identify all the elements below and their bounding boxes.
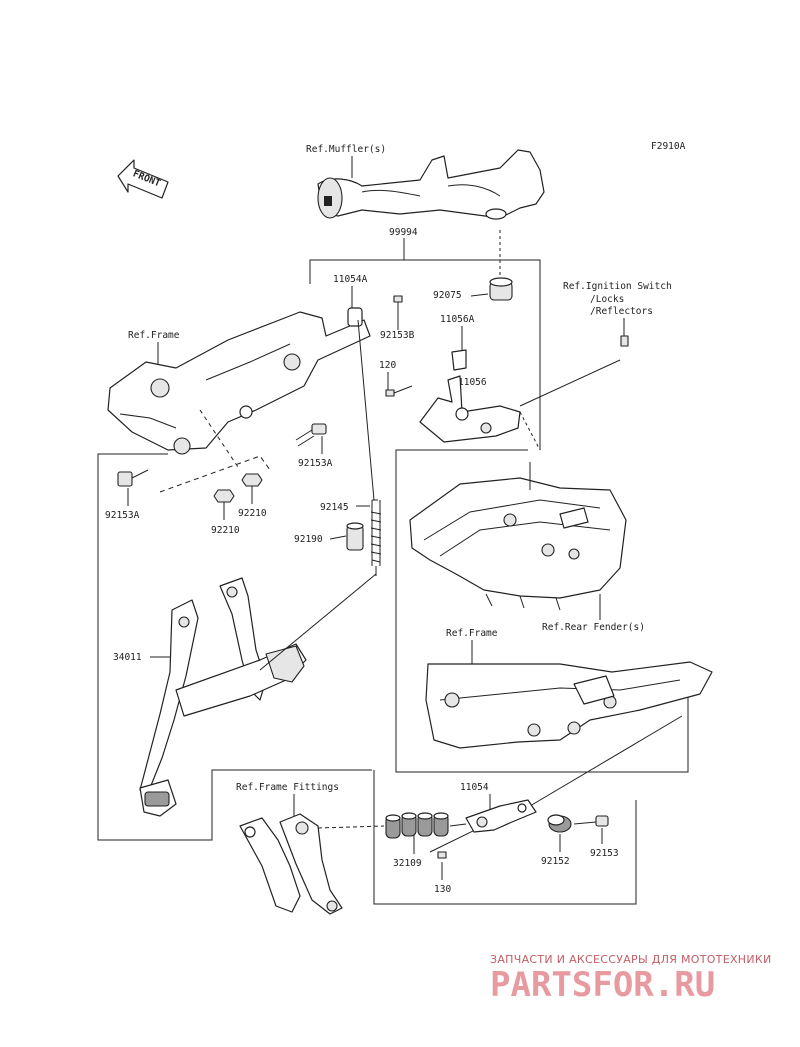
bracket-11056	[419, 349, 521, 443]
watermark-brand: PARTSFOR.RU	[490, 965, 715, 1005]
rubber-damper-92075	[489, 277, 513, 301]
part-92210-left: 92210	[211, 525, 240, 536]
part-92153A-right: 92153A	[298, 458, 333, 469]
rear-fender-drawing	[409, 477, 627, 611]
part-11054A: 11054A	[333, 274, 368, 285]
part-92190: 92190	[294, 534, 323, 545]
part-92210-right: 92210	[238, 508, 267, 519]
part-92075: 92075	[433, 290, 462, 301]
bolt-92153B	[393, 295, 403, 318]
ref-ignition-label-1: Ref.Ignition Switch	[563, 281, 672, 292]
part-99994: 99994	[389, 227, 418, 238]
bolt-120	[385, 385, 413, 397]
ref-frame-fittings-label: Ref.Frame Fittings	[236, 782, 339, 793]
footrest-bracket-drawing	[239, 813, 343, 915]
rear-frame-drawing	[425, 661, 713, 749]
ref-ignition-label-2: /Locks	[590, 294, 624, 305]
ref-muffler-label: Ref.Muffler(s)	[306, 144, 386, 155]
part-92153A-left: 92153A	[105, 510, 140, 521]
bracket-11054	[465, 799, 537, 833]
ref-frame-right-label: Ref.Frame	[446, 628, 498, 639]
nut-92210-left	[213, 489, 235, 503]
part-34011: 34011	[113, 652, 142, 663]
part-11054: 11054	[460, 782, 489, 793]
part-92153B: 92153B	[380, 330, 415, 341]
ref-frame-top-label: Ref.Frame	[128, 330, 180, 341]
nut-92210-right	[241, 473, 263, 487]
watermark-tagline: ЗАПЧАСТИ И АКСЕССУАРЫ ДЛЯ МОТОТЕХНИКИ	[490, 953, 772, 966]
part-92145: 92145	[320, 502, 349, 513]
bolt-130	[437, 851, 447, 859]
part-92152: 92152	[541, 856, 570, 867]
ref-ignition-label-3: /Reflectors	[590, 306, 653, 317]
front-arrow-icon: FRONT	[117, 159, 169, 199]
part-11056A: 11056A	[440, 314, 475, 325]
part-32109: 32109	[393, 858, 422, 869]
bushing-32109	[385, 812, 449, 839]
muffler-drawing	[317, 149, 545, 220]
collar-92190	[346, 522, 364, 551]
ref-rear-fender-label: Ref.Rear Fender(s)	[542, 622, 645, 633]
part-92153: 92153	[590, 848, 619, 859]
bolt-92153	[573, 815, 609, 827]
part-130: 130	[434, 884, 451, 895]
main-stand-34011	[139, 577, 307, 817]
collar-92152	[547, 814, 572, 833]
diagram-code: F2910A	[651, 141, 686, 152]
part-11056: 11056	[458, 377, 487, 388]
part-120: 120	[379, 360, 396, 371]
small-screw-ignition	[620, 335, 629, 347]
bolt-92153A-right	[295, 423, 327, 447]
frame-bracket-drawing	[107, 307, 371, 455]
bolt-92153A-left	[117, 469, 149, 487]
